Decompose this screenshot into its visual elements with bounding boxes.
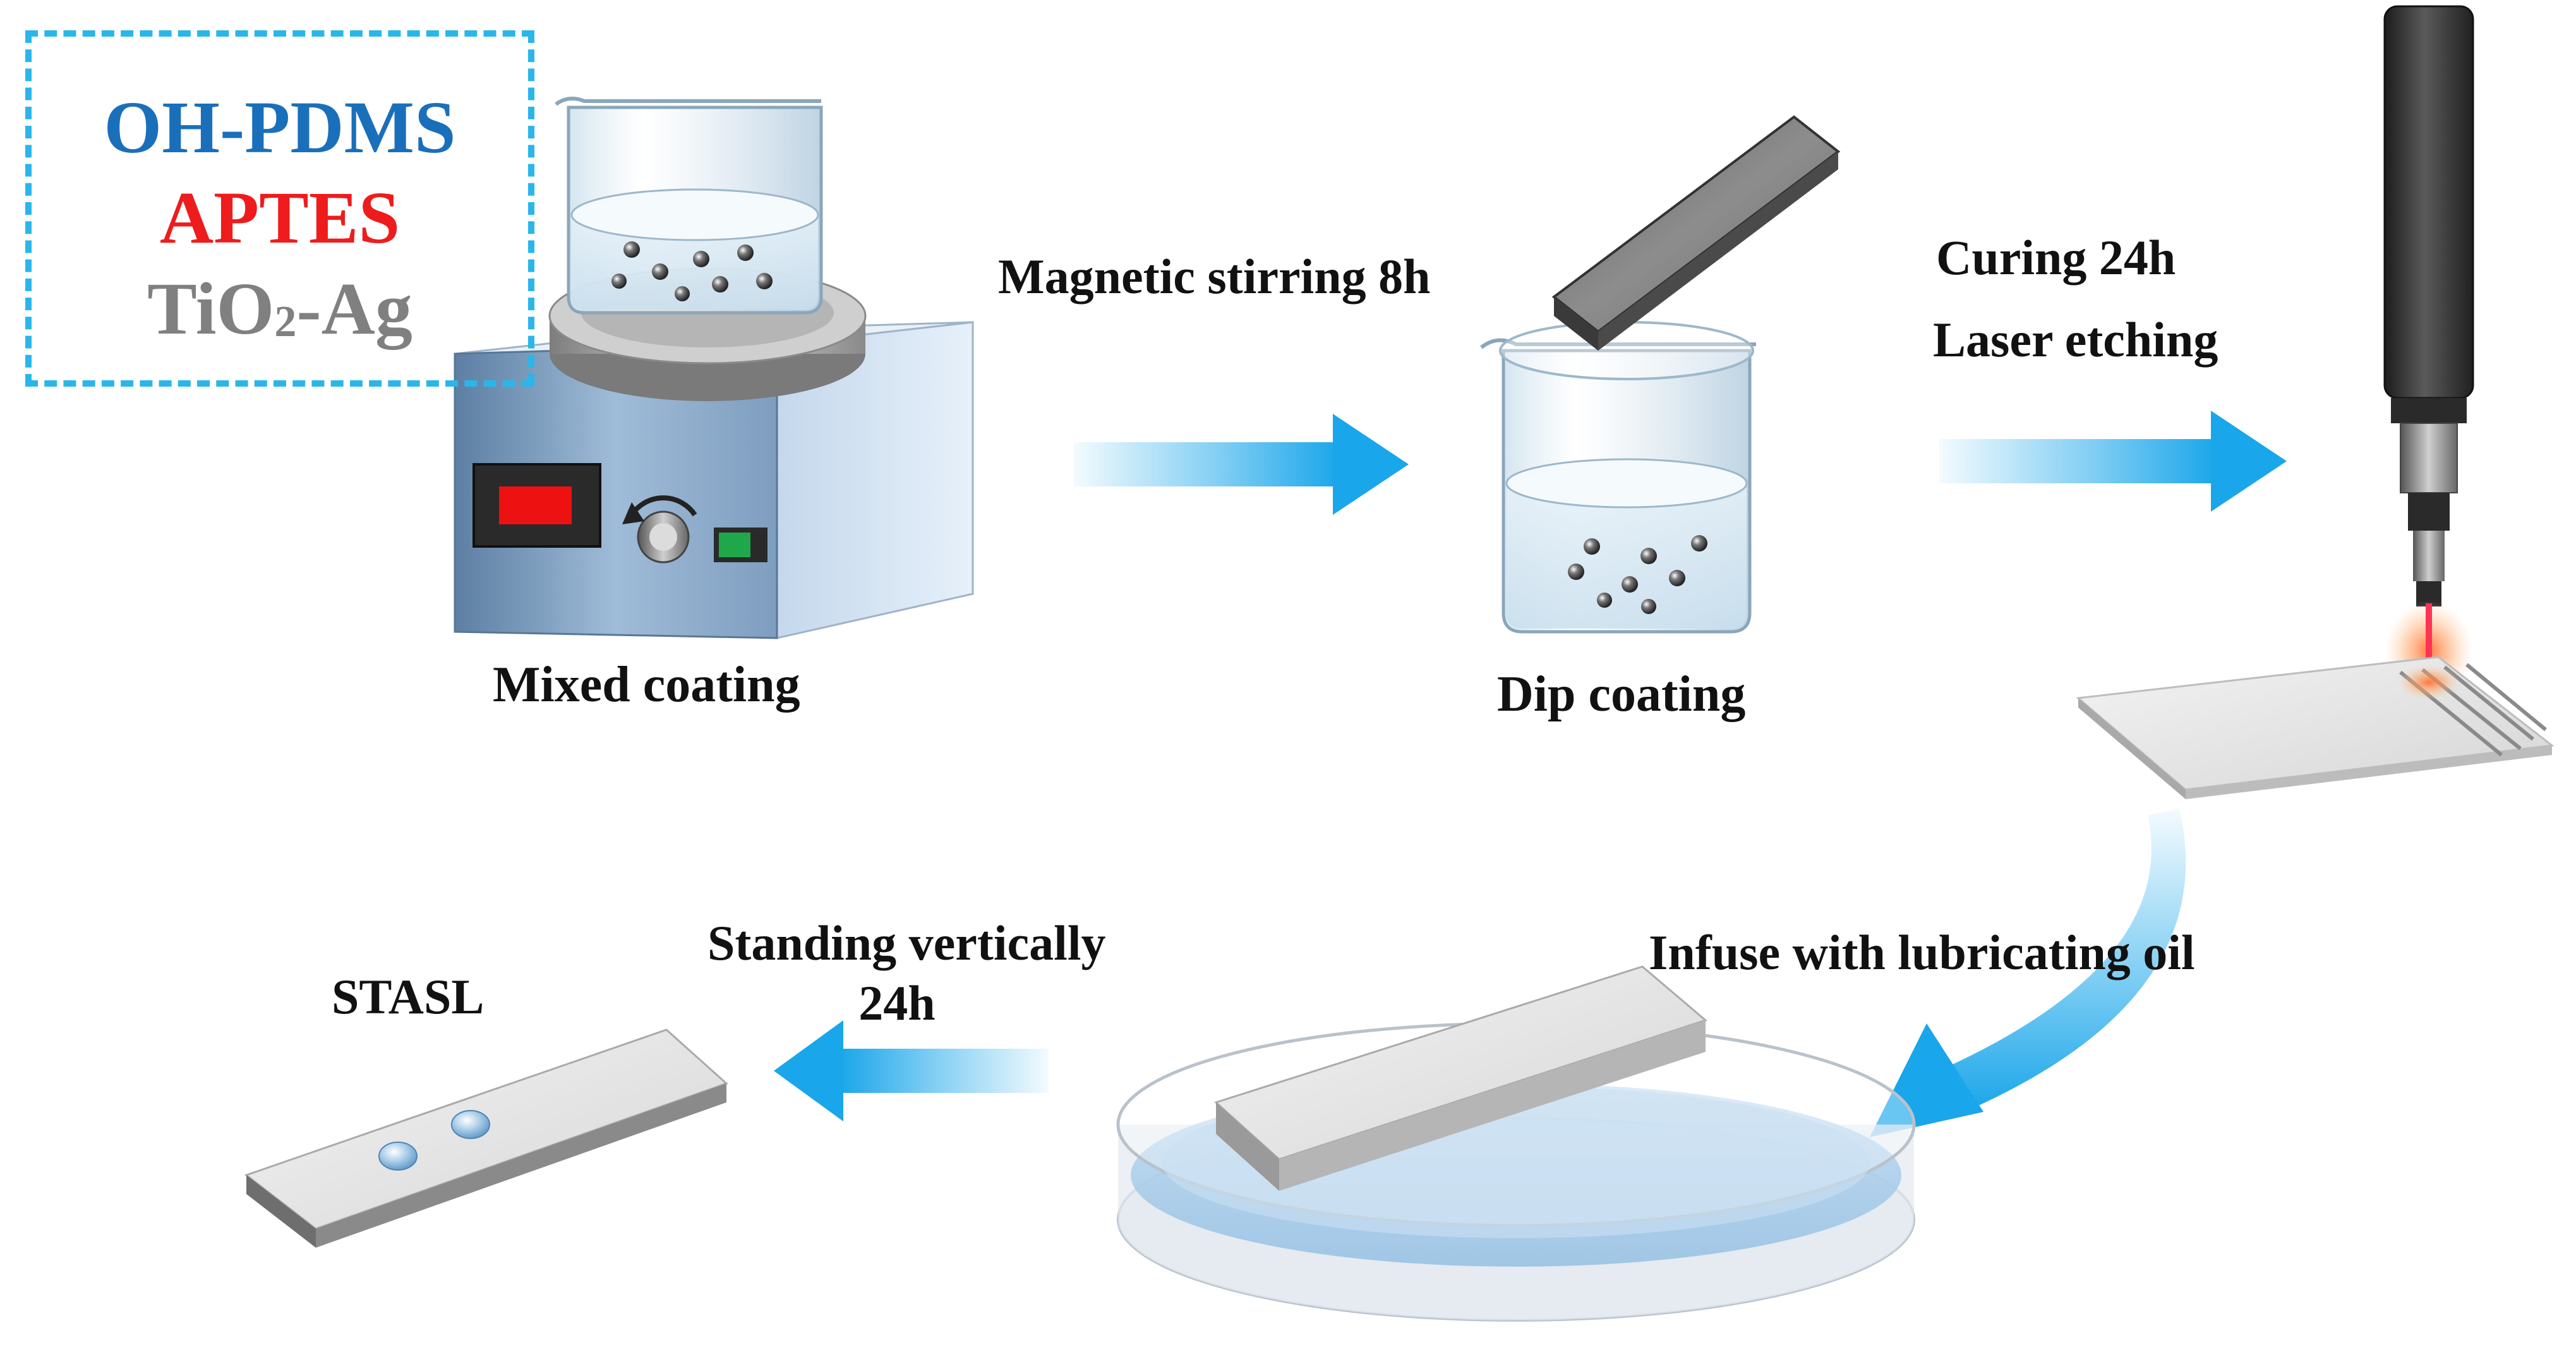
label-dip-coating: Dip coating [1497,666,1746,722]
label-standing-time: 24h [858,975,936,1030]
ingredient-oh-pdms: OH-PDMS [104,86,456,169]
arrow-infuse [1870,809,2186,1137]
label-laser-etching: Laser etching [1933,312,2218,367]
ingredient-box: OH-PDMS APTES TiO2-Ag [25,30,534,387]
dip-coating-beaker [1480,115,1841,634]
label-standing-vertically: Standing vertically [707,915,1106,970]
stasl-strip [244,1028,728,1248]
ingredient-tio2-ag: TiO2-Ag [147,267,412,350]
laser-head [2383,5,2474,701]
water-droplet [378,1142,418,1171]
water-droplet [451,1110,490,1139]
arrow-stirring [1074,414,1409,515]
label-magnetic-stirring: Magnetic stirring 8h [998,249,1431,304]
petri-dish [1116,965,1916,1322]
label-curing: Curing 24h [1936,230,2176,285]
label-infuse-oil: Infuse with lubricating oil [1649,925,2195,980]
ingredient-aptes: APTES [159,176,400,259]
etched-strip [2076,656,2555,799]
label-mixed-coating: Mixed coating [493,657,800,713]
arrow-standing [774,1020,1049,1121]
magnetic-stirrer [454,97,974,639]
arrow-curing [1939,411,2287,512]
label-stasl: STASL [332,969,485,1024]
